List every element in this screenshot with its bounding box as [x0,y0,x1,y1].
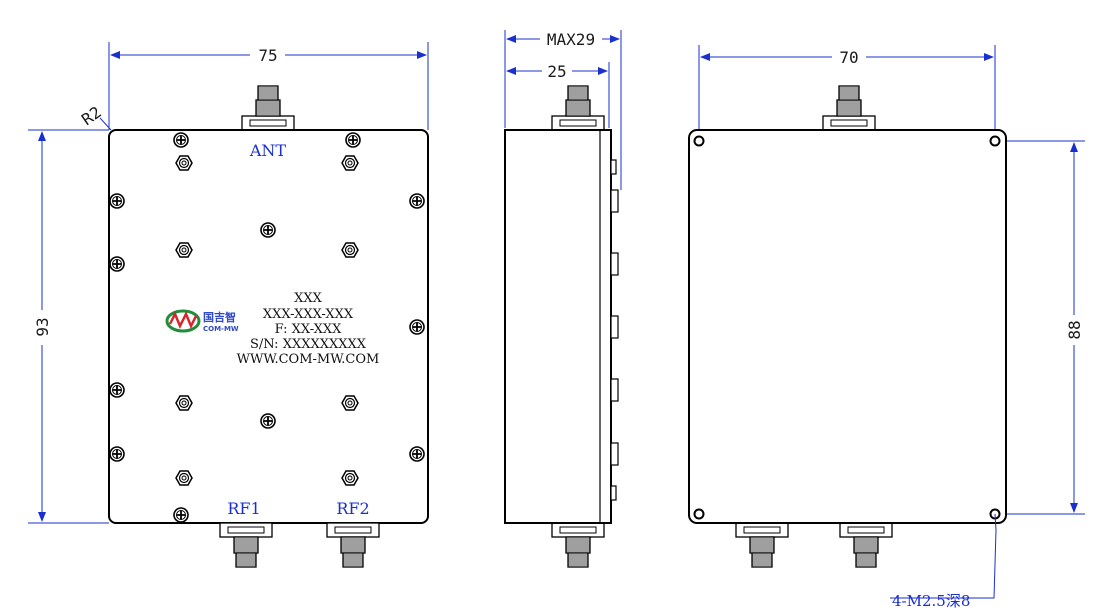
dim-93: 93 [28,129,109,524]
label-line-2: XXX-XXX-XXX [263,307,354,322]
back-view: 70 88 4-M2.5深8 [688,45,1085,610]
rf2-connector [326,522,380,568]
label-block: XXX XXX-XXX-XXX F: XX-XXX S/N: XXXXXXXXX… [237,291,380,367]
dim-93-label: 93 [33,317,52,336]
front-housing [108,129,429,524]
side-view: MAX29 25 [504,30,622,568]
dim-25-label: 25 [547,62,566,81]
rf1-port-label: RF1 [227,499,260,518]
label-line-5: WWW.COM-MW.COM [237,352,380,367]
side-bottom-connector [551,522,605,568]
back-bottom-right-connector [839,522,893,568]
company-logo: 国吉智 COM-MW [165,309,239,333]
back-bottom-left-connector [735,522,789,568]
ant-connector [241,85,295,131]
logo-cn-text: 国吉智 [203,310,236,324]
dim-max29: MAX29 [504,30,622,190]
label-line-1: XXX [294,291,323,306]
side-housing [504,129,612,524]
side-screw-profiles [610,159,619,501]
front-view: 75 R2 93 ANT RF1 RF2 [28,42,429,568]
dim-88-label: 88 [1065,320,1084,339]
rf1-connector [219,522,273,568]
back-top-connector [822,85,876,131]
label-line-3: F: XX-XXX [275,322,343,337]
dim-88: 88 [1003,140,1085,515]
dim-70: 70 [698,45,996,130]
dim-70-label: 70 [839,48,858,67]
corner-radius-label: R2 [78,102,105,129]
dim-75: 75 [108,42,429,130]
logo-en-text: COM-MW [203,325,239,333]
back-housing [688,129,1007,524]
rf2-port-label: RF2 [336,499,369,518]
dim-75-label: 75 [258,46,277,65]
label-line-4: S/N: XXXXXXXXX [250,337,367,352]
mounting-hole-note: 4-M2.5深8 [892,592,970,610]
dim-25: 25 [506,62,610,128]
ant-port-label: ANT [249,141,287,160]
dim-max29-label: MAX29 [547,30,595,49]
side-top-connector [551,85,605,131]
